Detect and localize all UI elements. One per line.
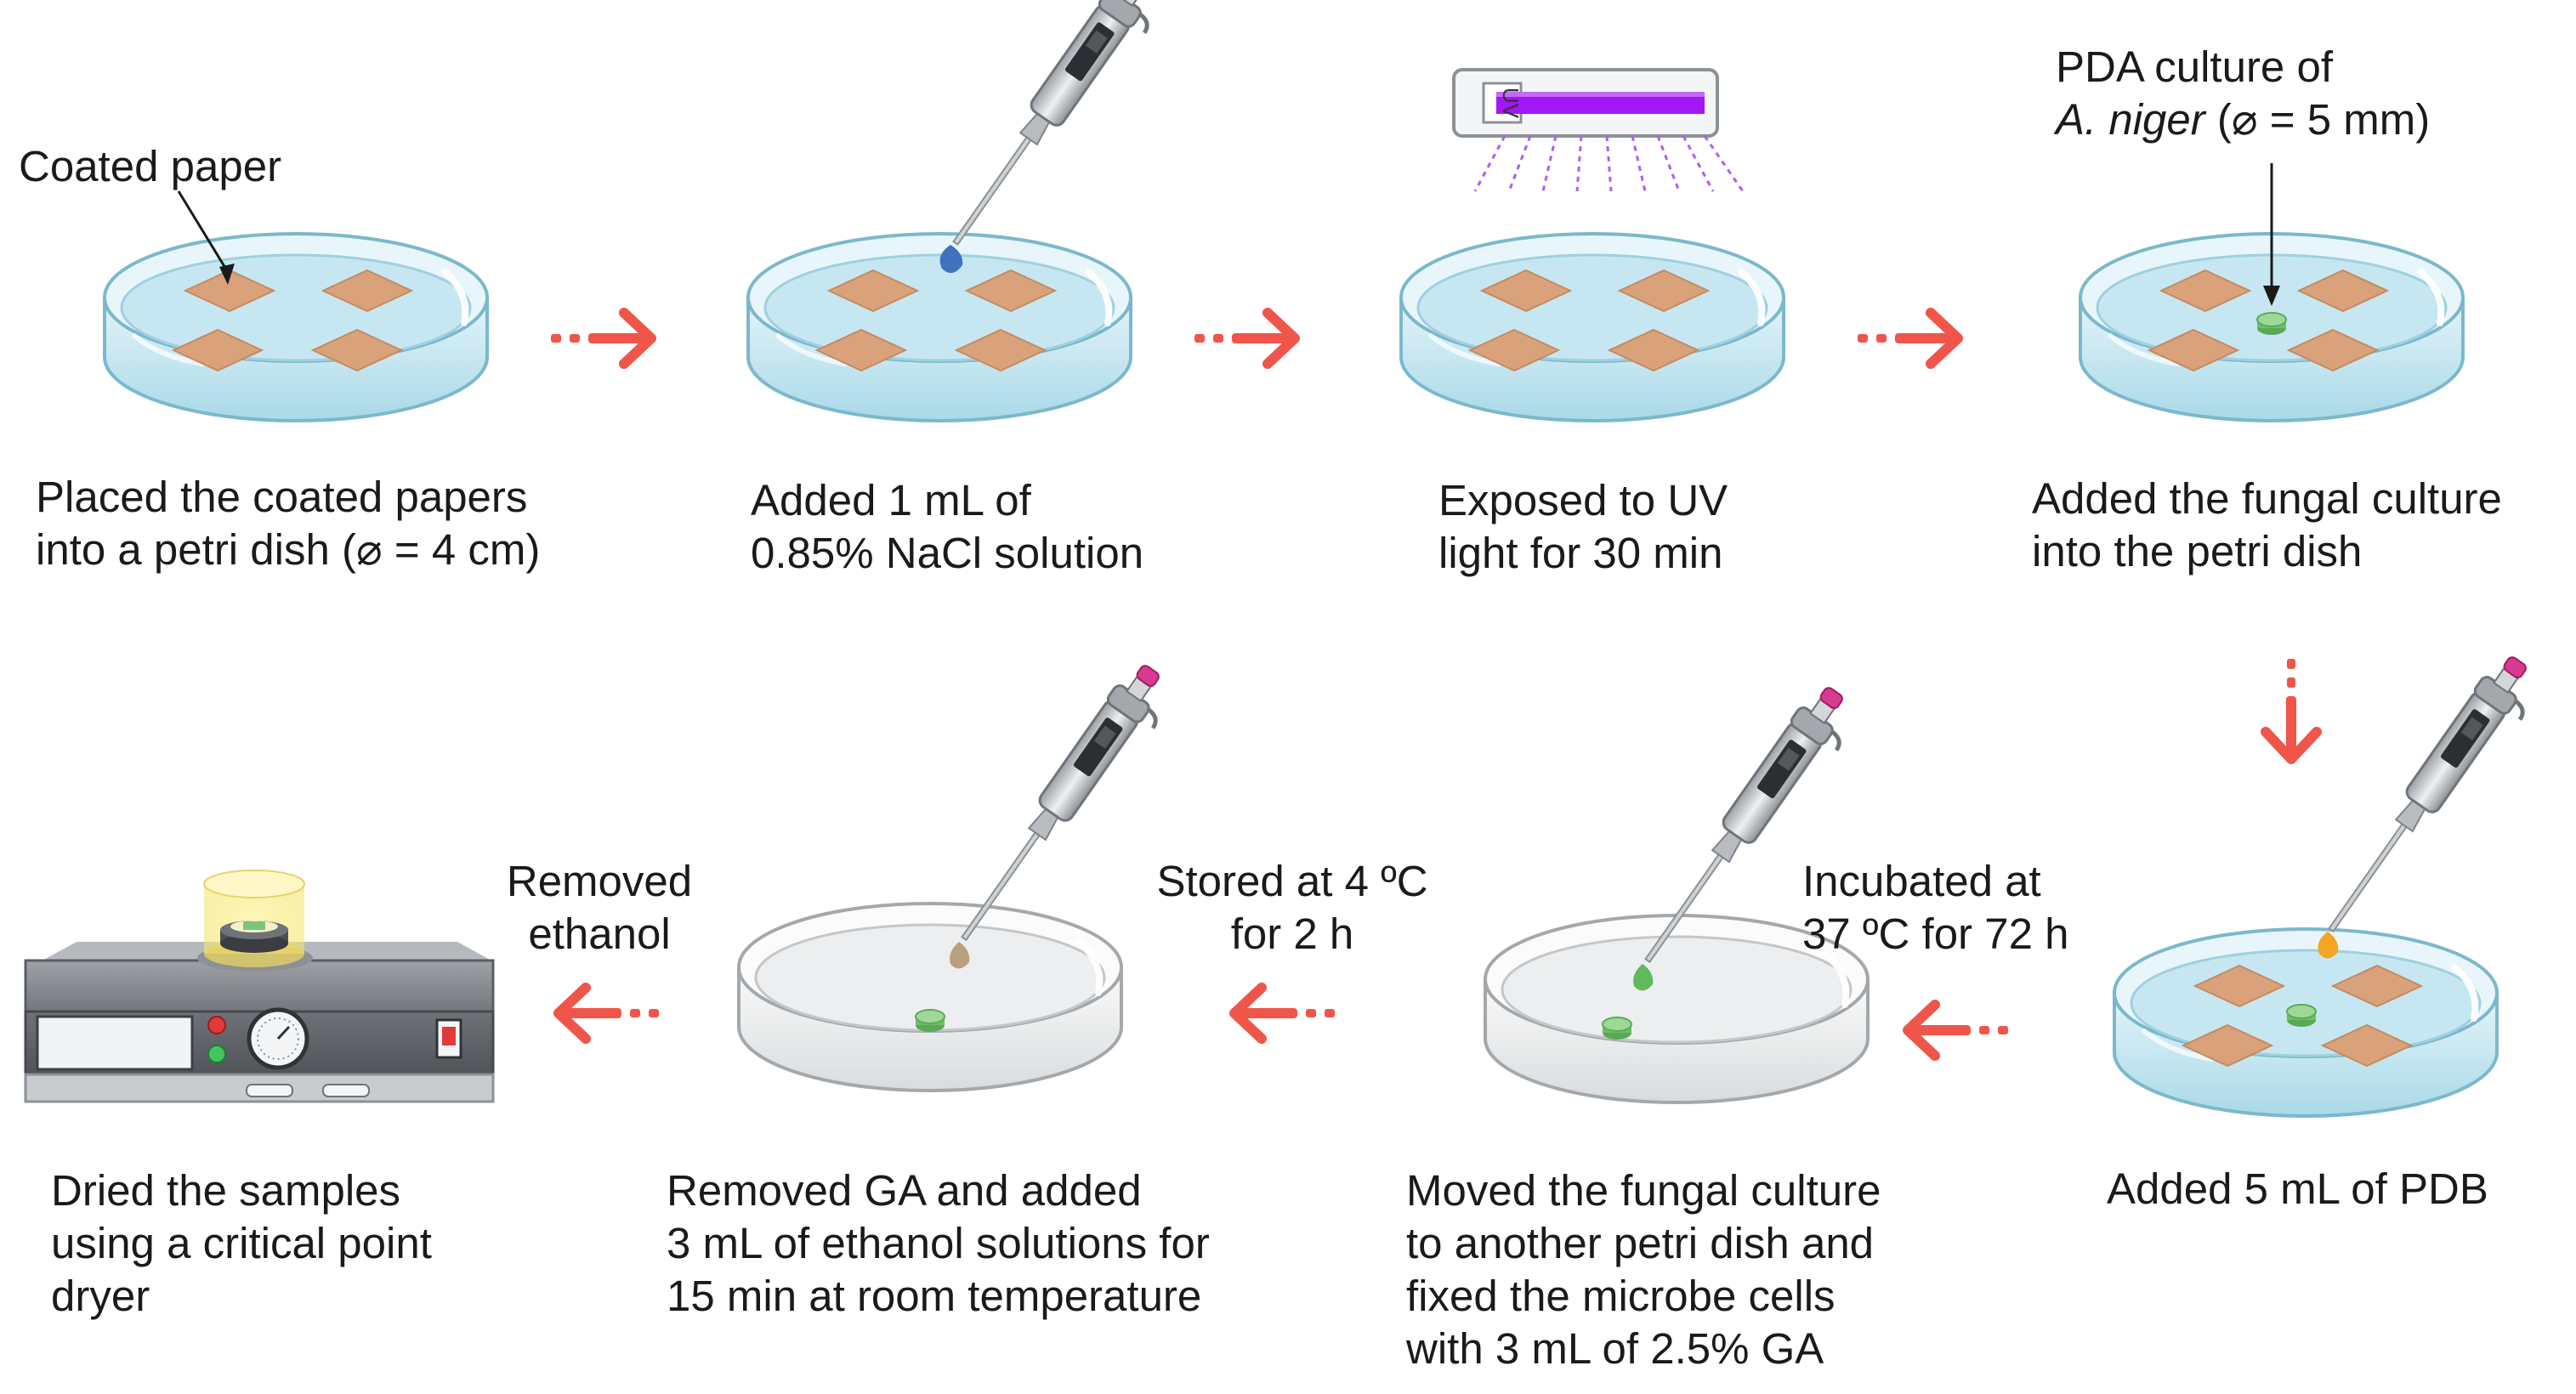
pda-culture-line2: A. niger (⌀ = 5 mm) (2056, 94, 2430, 146)
critical-point-dryer (24, 870, 495, 1103)
arrow-step3-to-step4 (1858, 313, 1958, 364)
step7-caption: Removed GA and added 3 mL of ethanol sol… (667, 1164, 1210, 1323)
step8-line3: dryer (51, 1272, 150, 1320)
step2-line2: 0.85% NaCl solution (751, 529, 1144, 577)
removed-line2: ethanol (528, 910, 671, 958)
nacl-droplet (939, 245, 963, 274)
step4-line1: Added the fungal culture (2032, 474, 2502, 523)
arrow-step5-to-step6 (1908, 1005, 2008, 1056)
step2-line1: Added 1 mL of (751, 476, 1031, 524)
petri-dish-7 (739, 904, 1121, 1091)
uv-lamp-label: UV (1498, 88, 1523, 119)
step6-line3: fixed the microbe cells (1406, 1272, 1836, 1320)
step8-line2: using a critical point (51, 1219, 432, 1267)
petri-dish-1 (105, 234, 487, 421)
petri-dish-5 (2114, 929, 2497, 1116)
step1-line2: into a petri dish (⌀ = 4 cm) (36, 525, 541, 574)
uv-lamp (1452, 68, 1719, 138)
step6-line1: Moved the fungal culture (1406, 1166, 1881, 1215)
pipette-pdb (2314, 649, 2547, 949)
pda-culture-species: A. niger (2056, 95, 2205, 144)
arrow-step6-to-step7 (1234, 988, 1335, 1039)
pda-culture-pointer-head (2263, 286, 2280, 306)
callout-coated-paper-text: Coated paper (19, 142, 282, 190)
uv-rays (1473, 135, 1745, 192)
arrow-step2-to-step3 (1194, 313, 1295, 364)
incubated-line1: Incubated at (1802, 857, 2041, 905)
petri-dish-2 (748, 234, 1131, 421)
step5-caption: Added 5 mL of PDB (2107, 1163, 2488, 1216)
arrow-step1-to-step2 (551, 313, 651, 364)
callout-coated-paper: Coated paper (19, 140, 281, 193)
step1-line1: Placed the coated papers (36, 473, 528, 521)
step3-line1: Exposed to UV (1438, 476, 1728, 524)
step7-line3: 15 min at room temperature (667, 1272, 1202, 1320)
incubated-line2: 37 ºC for 72 h (1802, 910, 2069, 958)
step4-caption: Added the fungal culture into the petri … (2032, 473, 2502, 578)
step7-line2: 3 mL of ethanol solutions for (667, 1219, 1210, 1267)
pdb-droplet (2318, 932, 2339, 959)
step1-caption: Placed the coated papers into a petri di… (36, 471, 540, 576)
step3-caption: Exposed to UV light for 30 min (1438, 474, 1728, 580)
petri-dish-3 (1401, 234, 1784, 421)
pda-culture-line1: PDA culture of (2056, 42, 2333, 91)
coated-paper-pointer (177, 190, 230, 273)
stored-line2: for 2 h (1230, 910, 1354, 958)
step5-line1: Added 5 mL of PDB (2107, 1164, 2488, 1213)
ga-droplet (1633, 964, 1654, 991)
pipette-nacl (939, 0, 1172, 263)
step6-line2: to another petri dish and (1406, 1219, 1875, 1267)
transition-removed-ethanol: Removed ethanol (476, 855, 723, 960)
ethanol-droplet (950, 942, 970, 969)
pda-culture-size: (⌀ = 5 mm) (2204, 95, 2431, 144)
step7-line1: Removed GA and added (667, 1166, 1142, 1215)
callout-pda-culture: PDA culture of A. niger (⌀ = 5 mm) (2056, 41, 2430, 146)
step3-line2: light for 30 min (1438, 529, 1723, 577)
step6-caption: Moved the fungal culture to another petr… (1406, 1164, 1881, 1375)
transition-stored: Stored at 4 ºC for 2 h (1131, 855, 1454, 960)
coated-paper-pointer-head (219, 264, 235, 285)
transition-incubated: Incubated at 37 ºC for 72 h (1802, 855, 2068, 960)
step4-line2: into the petri dish (2032, 527, 2363, 575)
step2-caption: Added 1 mL of 0.85% NaCl solution (751, 474, 1143, 580)
step8-caption: Dried the samples using a critical point… (51, 1164, 432, 1323)
arrow-step4-to-step5 (2266, 659, 2317, 759)
arrow-step7-to-step8 (559, 988, 659, 1039)
stored-line1: Stored at 4 ºC (1156, 857, 1428, 905)
step6-line4: with 3 mL of 2.5% GA (1406, 1324, 1824, 1373)
step8-line1: Dried the samples (51, 1166, 401, 1215)
removed-line1: Removed (506, 857, 693, 905)
